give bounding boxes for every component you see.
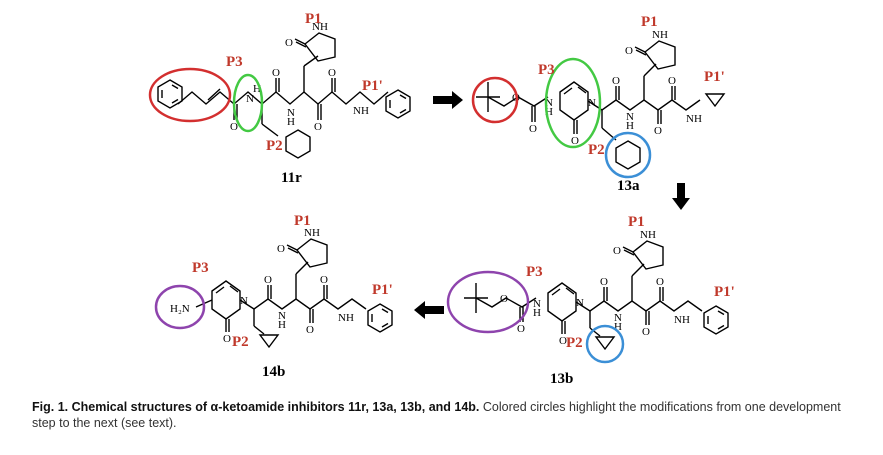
atom-label: N	[614, 312, 622, 324]
compound-name: 11r	[281, 170, 302, 186]
atom-label: N	[576, 297, 584, 309]
atom-label: O	[559, 335, 567, 347]
p1-prime-label: P1'	[704, 69, 725, 85]
atom-label: H	[278, 319, 286, 331]
atom-label: O	[277, 243, 285, 255]
caption-text: Colored circles highlight the modificati…	[32, 400, 841, 430]
atom-label: N	[278, 310, 286, 322]
p1-prime-label: P1'	[714, 284, 735, 300]
p3-label: P3	[226, 54, 243, 70]
atom-label: O	[328, 67, 336, 79]
atom-label: NH	[652, 29, 668, 41]
p2-label: P2	[232, 334, 249, 350]
atom-label: N	[545, 97, 553, 109]
p2-label: P2	[266, 138, 283, 154]
arrow-down-icon	[672, 183, 690, 210]
atom-label: O	[656, 276, 664, 288]
p1-label: P1	[305, 11, 322, 27]
figure-caption: Fig. 1. Chemical structures of α-ketoami…	[32, 399, 862, 431]
compound-14b: H₂N O N O N H O O NH O NH P1 P3 P2 P1' 1…	[154, 213, 393, 380]
atom-label: O	[600, 276, 608, 288]
caption-title: Fig. 1. Chemical structures of α-ketoami…	[32, 400, 480, 414]
atom-label: N	[240, 295, 248, 307]
atom-label: H	[626, 120, 634, 132]
p1-label: P1	[294, 213, 311, 229]
compound-13b: O O N H O N O N H O O NH O NH P1 P3 P2 P…	[446, 214, 735, 387]
atom-label: O	[654, 125, 662, 137]
compound-name: 13a	[617, 178, 640, 194]
atom-label: O	[668, 75, 676, 87]
arrow-left-icon	[414, 301, 444, 319]
highlight-circle-purple	[154, 284, 206, 330]
p1-label: P1	[628, 214, 645, 230]
compound-11r: H N O O N H O O NH O NH P1 P3 P2 P1' 11r	[148, 11, 411, 186]
atom-label: N	[626, 111, 634, 123]
atom-label: H	[533, 307, 541, 319]
atom-label: N	[588, 97, 596, 109]
atom-label: NH	[304, 227, 320, 239]
atom-label: O	[642, 326, 650, 338]
p2-label: P2	[566, 335, 583, 351]
atom-label: O	[613, 245, 621, 257]
p2-label: P2	[588, 142, 605, 158]
atom-label: O	[500, 293, 508, 305]
highlight-circle-blue	[585, 324, 625, 364]
highlight-circle-blue	[604, 131, 652, 179]
atom-label: NH	[640, 229, 656, 241]
atom-label: H₂N	[170, 303, 190, 315]
atom-label: H	[614, 321, 622, 333]
atom-label: O	[517, 323, 525, 335]
atom-label: NH	[353, 105, 369, 117]
atom-label: O	[314, 121, 322, 133]
atom-label: O	[571, 135, 579, 147]
highlight-circle-red	[471, 76, 519, 124]
p1-label: P1	[641, 14, 658, 30]
atom-label: O	[272, 67, 280, 79]
atom-label: NH	[686, 113, 702, 125]
arrow-right-icon	[433, 91, 463, 109]
p3-label: P3	[538, 62, 555, 78]
highlight-circle-red	[148, 67, 232, 123]
atom-label: O	[264, 274, 272, 286]
atom-label: O	[306, 324, 314, 336]
atom-label: O	[285, 37, 293, 49]
compound-name: 13b	[550, 371, 573, 387]
p3-label: P3	[192, 260, 209, 276]
atom-label: O	[230, 121, 238, 133]
highlight-circle-green	[544, 57, 602, 149]
atom-label: N	[246, 93, 254, 105]
atom-label: H	[253, 83, 261, 95]
atom-label: O	[320, 274, 328, 286]
compound-name: 14b	[262, 364, 285, 380]
highlight-circle-green	[232, 73, 264, 133]
compound-13a: O O N H O N O N H O O NH O NH P1 P3 P2 P…	[471, 14, 725, 194]
atom-label: NH	[674, 314, 690, 326]
atom-label: N	[533, 298, 541, 310]
atom-label: N	[287, 107, 295, 119]
highlight-circle-purple	[446, 270, 530, 334]
atom-label: O	[529, 123, 537, 135]
atom-label: O	[612, 75, 620, 87]
p3-label: P3	[526, 264, 543, 280]
atom-label: NH	[312, 21, 328, 33]
atom-label: O	[625, 45, 633, 57]
atom-label: H	[545, 106, 553, 118]
p1-prime-label: P1'	[362, 78, 383, 94]
atom-label: H	[287, 116, 295, 128]
p1-prime-label: P1'	[372, 282, 393, 298]
atom-label: O	[223, 333, 231, 345]
atom-label: NH	[338, 312, 354, 324]
